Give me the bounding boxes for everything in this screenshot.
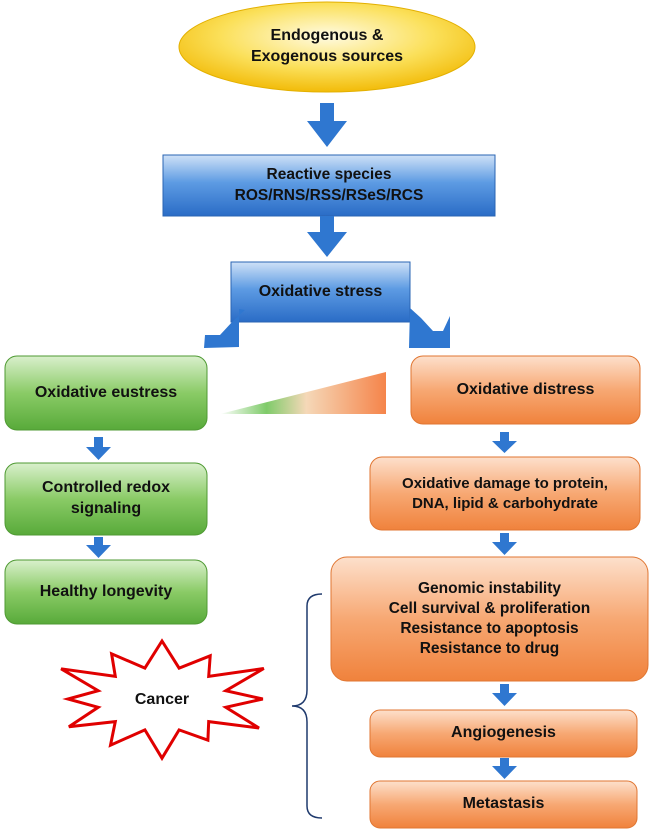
eustress-distress-gradient-wedge	[220, 372, 386, 414]
arrow-down-icon	[492, 758, 517, 779]
longevity-box	[4, 559, 208, 625]
angiogenesis-label: Angiogenesis	[451, 724, 556, 742]
arrow-down-icon	[492, 432, 517, 453]
arrow-diagonal-left-icon	[204, 309, 245, 348]
angiogenesis-box	[369, 709, 638, 758]
cancer-starburst-icon	[60, 638, 265, 762]
arrow-down-icon	[86, 437, 111, 460]
oxidative-stress-label: Oxidative stress	[258, 282, 383, 300]
cancer-label: Cancer	[134, 690, 190, 708]
arrow-diagonal-right-icon	[409, 308, 450, 348]
arrow-down-icon	[492, 533, 517, 555]
distress-box	[410, 355, 641, 425]
metastasis-box	[369, 780, 638, 829]
sources-label: Endogenous &Exogenous sources	[250, 27, 404, 65]
damage-label: Oxidative damage to protein,DNA, lipid &…	[402, 475, 608, 512]
cancer-bracket	[291, 593, 323, 819]
reactive-species-box	[162, 154, 496, 217]
oxidative-stress-box	[230, 261, 411, 323]
metastasis-label: Metastasis	[462, 795, 545, 813]
sources-ellipse	[178, 1, 476, 93]
redox-box	[4, 462, 208, 536]
arrow-down-icon	[86, 537, 111, 558]
arrow-down-icon	[307, 216, 347, 257]
eustress-label: Oxidative eustress	[34, 383, 178, 401]
eustress-box	[4, 355, 208, 431]
distress-label: Oxidative distress	[456, 380, 595, 398]
hallmarks-box	[330, 556, 649, 682]
arrow-down-icon	[307, 103, 347, 147]
longevity-label: Healthy longevity	[39, 582, 173, 600]
damage-box	[369, 456, 641, 531]
arrow-down-icon	[492, 684, 517, 706]
